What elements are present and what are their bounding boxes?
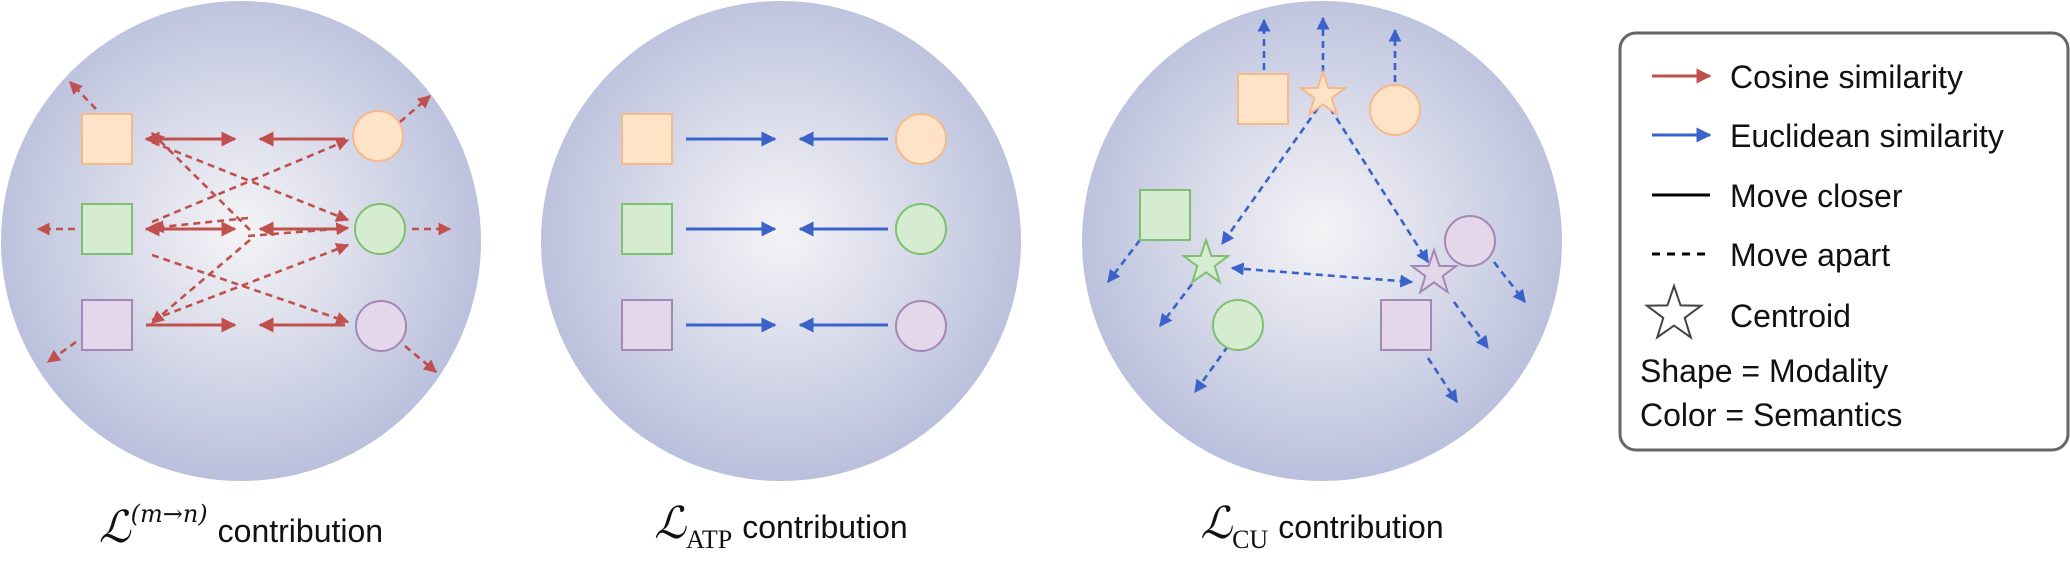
purple-square	[621, 299, 673, 351]
purple-centroid-star	[1408, 246, 1460, 295]
embedding-sphere	[1082, 1, 1562, 481]
green-square	[621, 203, 673, 255]
orange-square	[81, 113, 133, 165]
legend-box	[1618, 31, 2070, 452]
purple-circle	[1444, 215, 1496, 267]
green-centroid-star	[1180, 236, 1232, 285]
legend-label-move-apart: Move apart	[1730, 237, 1890, 273]
orange-circle	[352, 110, 404, 162]
green-circle	[354, 203, 406, 255]
orange-circle	[1369, 84, 1421, 136]
caption-panel-1: ℒ(m→n)contribution	[99, 500, 383, 553]
embedding-sphere	[541, 1, 1021, 481]
legend-label-move-closer: Move closer	[1730, 178, 1903, 214]
orange-circle	[895, 113, 947, 165]
move-apart-arrows	[1106, 16, 1527, 404]
purple-circle	[355, 300, 407, 352]
orange-square	[1237, 73, 1289, 125]
move-closer-arrows	[686, 131, 888, 333]
embedding-sphere	[1, 1, 481, 481]
legend-label-cosine: Cosine similarity	[1730, 59, 1963, 95]
star-outline-icon	[1643, 282, 1705, 341]
move-closer-arrows	[144, 131, 345, 333]
legend-note-color: Color = Semantics	[1640, 397, 1902, 433]
legend-label-centroid: Centroid	[1730, 298, 1851, 334]
legend: Cosine similarity Euclidean similarity M…	[1618, 31, 2070, 452]
purple-square	[1380, 299, 1432, 351]
purple-square	[81, 299, 133, 351]
green-circle	[1212, 299, 1264, 351]
purple-circle	[895, 300, 947, 352]
orange-square	[621, 113, 673, 165]
legend-label-euclidean: Euclidean similarity	[1730, 118, 2004, 154]
legend-note-shape: Shape = Modality	[1640, 353, 1888, 389]
green-circle	[895, 203, 947, 255]
orange-centroid-star	[1297, 68, 1349, 117]
green-square	[81, 203, 133, 255]
green-square	[1139, 189, 1191, 241]
panel-cross-modal: ℒ(m→n)contribution	[1, 1, 481, 553]
